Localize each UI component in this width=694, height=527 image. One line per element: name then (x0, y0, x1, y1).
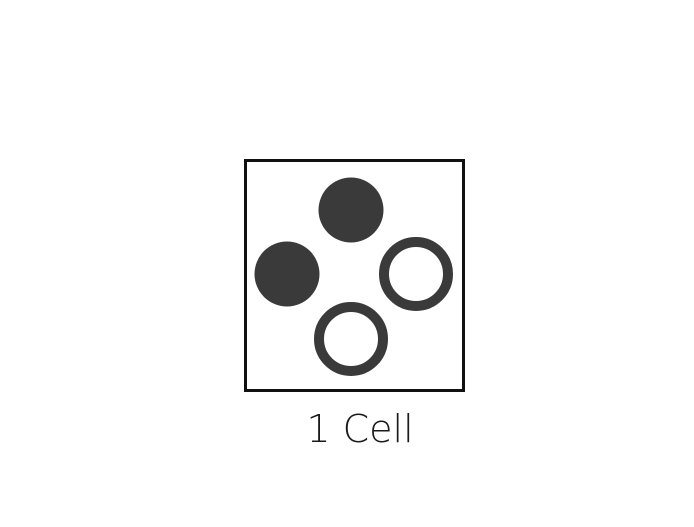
cell-dots (254, 177, 453, 376)
dot-left (254, 241, 320, 307)
dot-right (379, 237, 453, 311)
cell-caption: 1 Cell (306, 407, 414, 451)
dot-top (318, 177, 384, 243)
dot-bottom (314, 302, 388, 376)
